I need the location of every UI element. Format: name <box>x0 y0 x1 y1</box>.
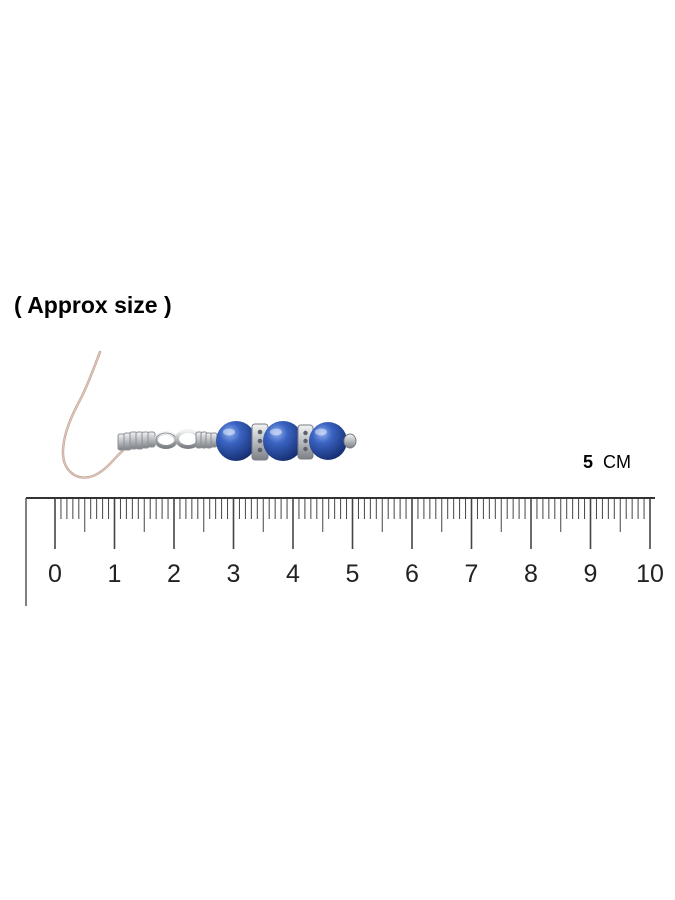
ruler-label-3: 3 <box>227 560 241 588</box>
end-cap <box>343 433 357 449</box>
ruler-ticks <box>54 499 651 549</box>
blue-bead <box>309 422 347 460</box>
ruler-label-0: 0 <box>48 560 62 588</box>
wire-wrap <box>195 431 218 449</box>
ruler: 0 1 2 3 4 5 6 7 8 9 10 <box>25 497 664 606</box>
ruler-label-9: 9 <box>584 560 598 588</box>
ruler-label-8: 8 <box>524 560 538 588</box>
ruler-label-1: 1 <box>108 560 122 588</box>
approx-size-caption: ( Approx size ) <box>14 292 172 318</box>
ruler-labels: 0 1 2 3 4 5 6 7 8 9 10 <box>48 560 664 588</box>
ruler-label-5: 5 <box>346 560 360 588</box>
ruler-label-7: 7 <box>465 560 479 588</box>
size-unit: CM <box>603 452 632 472</box>
ear-hook <box>61 350 130 479</box>
blue-bead <box>216 421 256 461</box>
ruler-label-6: 6 <box>405 560 419 588</box>
rhinestone-spacer <box>251 423 269 461</box>
ruler-label-2: 2 <box>167 560 181 588</box>
ruler-label-4: 4 <box>286 560 300 588</box>
size-readout: 5 CM <box>583 452 631 473</box>
blue-bead <box>263 421 303 461</box>
coil-spring <box>117 431 156 451</box>
earring-image <box>61 350 357 479</box>
size-value: 5 <box>583 452 594 472</box>
ruler-label-10: 10 <box>636 560 664 588</box>
